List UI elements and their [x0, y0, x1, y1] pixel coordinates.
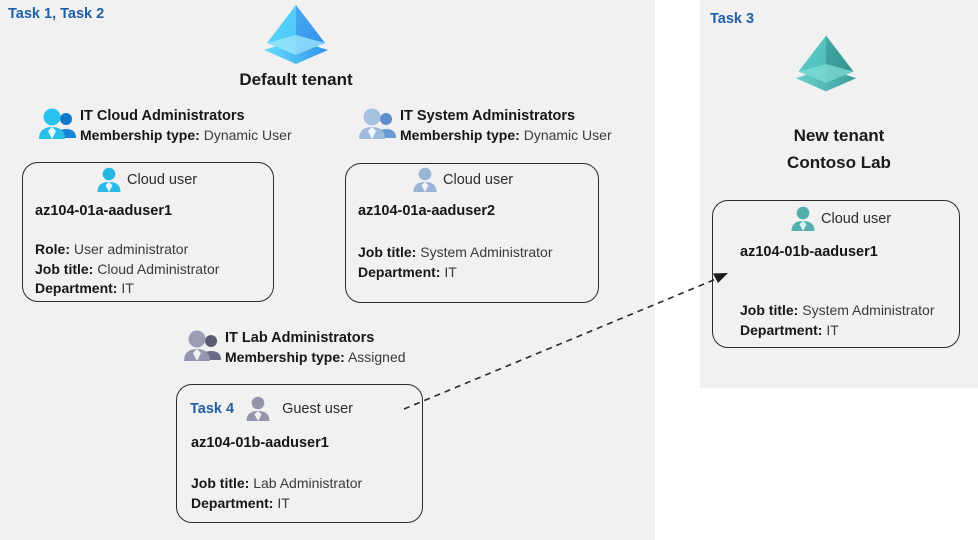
user-prop-value-department-2: IT — [444, 263, 457, 280]
group-membership-value-system-admins: Dynamic User — [523, 127, 612, 143]
user-prop-department-az104-01a-aaduser1: Department: IT — [35, 279, 219, 299]
user-kind-az104-01b-aaduser1-guest: Guest user — [282, 401, 353, 417]
group-header-lab-admins: IT Lab Administrators Membership type: A… — [225, 329, 406, 367]
user-prop-label-department-4: Department: — [740, 321, 823, 338]
group-membership-label-system-admins: Membership type: — [400, 127, 520, 143]
user-props-az104-01b-aaduser1-cloud: Job title: System Administrator Departme… — [740, 301, 935, 340]
user-prop-value-department-3: IT — [277, 494, 290, 511]
user-prop-label-jobtitle-3: Job title: — [191, 475, 250, 491]
user-prop-department-az104-01a-aaduser2: Department: IT — [358, 263, 553, 283]
user-prop-jobtitle-cloud: Job title: System Administrator — [740, 301, 935, 321]
default-tenant-caption: Default tenant — [239, 70, 353, 89]
user-prop-value-jobtitle-3: Lab Administrator — [253, 475, 363, 491]
group-membership-lab-admins: Membership type: Assigned — [225, 348, 406, 367]
user-prop-value-jobtitle: Cloud Administrator — [97, 260, 220, 277]
tenant-pyramid-icon-new — [790, 32, 862, 94]
group-membership-cloud-admins: Membership type: Dynamic User — [80, 126, 292, 145]
group-membership-value-lab-admins: Assigned — [347, 349, 406, 365]
user-prop-label-jobtitle-4: Job title: — [740, 302, 799, 318]
user-card-head-az104-01a-aaduser1: Cloud user — [96, 167, 197, 193]
user-card-head-az104-01a-aaduser2: Cloud user — [412, 167, 513, 193]
user-card-head-az104-01b-aaduser1-guest: Task 4 Guest user — [190, 396, 353, 422]
user-props-az104-01a-aaduser2: Job title: System Administrator Departme… — [358, 243, 553, 282]
guest-user-icon-az104-01b-aaduser1 — [245, 396, 271, 422]
user-card-head-az104-01b-aaduser1-cloud: Cloud user — [790, 206, 891, 232]
user-prop-label-department: Department: — [35, 280, 118, 296]
user-card-az104-01b-aaduser1-guest[interactable] — [176, 384, 423, 523]
group-membership-value-cloud-admins: Dynamic User — [203, 127, 292, 143]
tenant-pyramid-icon-default — [258, 2, 334, 66]
group-title-cloud-admins: IT Cloud Administrators — [80, 108, 245, 124]
user-prop-label-department-3: Department: — [191, 494, 274, 511]
task-label-inline-guest: Task 4 — [190, 401, 235, 417]
user-prop-value-department-4: IT — [826, 321, 839, 338]
user-props-az104-01a-aaduser1: Role: User administrator Job title: Clou… — [35, 240, 219, 299]
user-prop-label-department-2: Department: — [358, 263, 441, 280]
group-title-system-admins: IT System Administrators — [400, 108, 576, 124]
user-name-az104-01a-aaduser1: az104-01a-aaduser1 — [35, 203, 173, 219]
cloud-user-icon-az104-01a-aaduser1 — [96, 167, 122, 193]
user-prop-jobtitle-guest: Job title: Lab Administrator — [191, 474, 362, 494]
cloud-user-icon-az104-01b-aaduser1 — [790, 206, 816, 232]
new-tenant-caption-line1: New tenant — [793, 126, 885, 145]
group-title-lab-admins: IT Lab Administrators — [225, 330, 375, 346]
user-prop-value-jobtitle-2: System Administrator — [420, 244, 553, 260]
user-prop-department-cloud: Department: IT — [740, 321, 935, 341]
group-membership-label-lab-admins: Membership type: — [225, 349, 345, 365]
group-users-icon-system-admins — [358, 108, 398, 142]
group-users-icon-cloud-admins — [38, 108, 78, 142]
user-name-az104-01a-aaduser2: az104-01a-aaduser2 — [358, 203, 496, 219]
user-props-az104-01b-aaduser1-guest: Job title: Lab Administrator Department:… — [191, 474, 362, 513]
user-card-az104-01b-aaduser1-cloud[interactable] — [712, 200, 960, 348]
user-prop-value-jobtitle-4: System Administrator — [802, 302, 935, 318]
user-prop-department-guest: Department: IT — [191, 494, 362, 514]
user-prop-role-az104-01a-aaduser1: Role: User administrator — [35, 240, 219, 260]
user-prop-value-department: IT — [121, 280, 134, 296]
group-users-icon-lab-admins — [183, 330, 223, 364]
task-label-right: Task 3 — [710, 11, 755, 27]
group-header-cloud-admins: IT Cloud Administrators Membership type:… — [80, 107, 292, 145]
task-label-left: Task 1, Task 2 — [8, 6, 105, 22]
user-kind-az104-01a-aaduser2: Cloud user — [443, 172, 514, 188]
user-prop-label-role: Role: — [35, 241, 70, 257]
user-prop-jobtitle-az104-01a-aaduser2: Job title: System Administrator — [358, 243, 553, 263]
user-prop-label-jobtitle: Job title: — [35, 260, 94, 277]
user-name-az104-01b-aaduser1-cloud: az104-01b-aaduser1 — [740, 244, 878, 260]
group-membership-system-admins: Membership type: Dynamic User — [400, 126, 612, 145]
group-membership-label-cloud-admins: Membership type: — [80, 127, 200, 143]
user-prop-value-role: User administrator — [73, 241, 189, 257]
user-kind-az104-01b-aaduser1-cloud: Cloud user — [821, 211, 892, 227]
user-prop-label-jobtitle-2: Job title: — [358, 244, 417, 260]
user-kind-az104-01a-aaduser1: Cloud user — [127, 172, 198, 188]
group-header-system-admins: IT System Administrators Membership type… — [400, 107, 612, 145]
new-tenant-caption-line2: Contoso Lab — [787, 153, 891, 172]
user-name-az104-01b-aaduser1-guest: az104-01b-aaduser1 — [191, 435, 329, 451]
cloud-user-icon-az104-01a-aaduser2 — [412, 167, 438, 193]
user-prop-jobtitle-az104-01a-aaduser1: Job title: Cloud Administrator — [35, 260, 219, 280]
user-card-az104-01a-aaduser1[interactable] — [22, 162, 274, 302]
